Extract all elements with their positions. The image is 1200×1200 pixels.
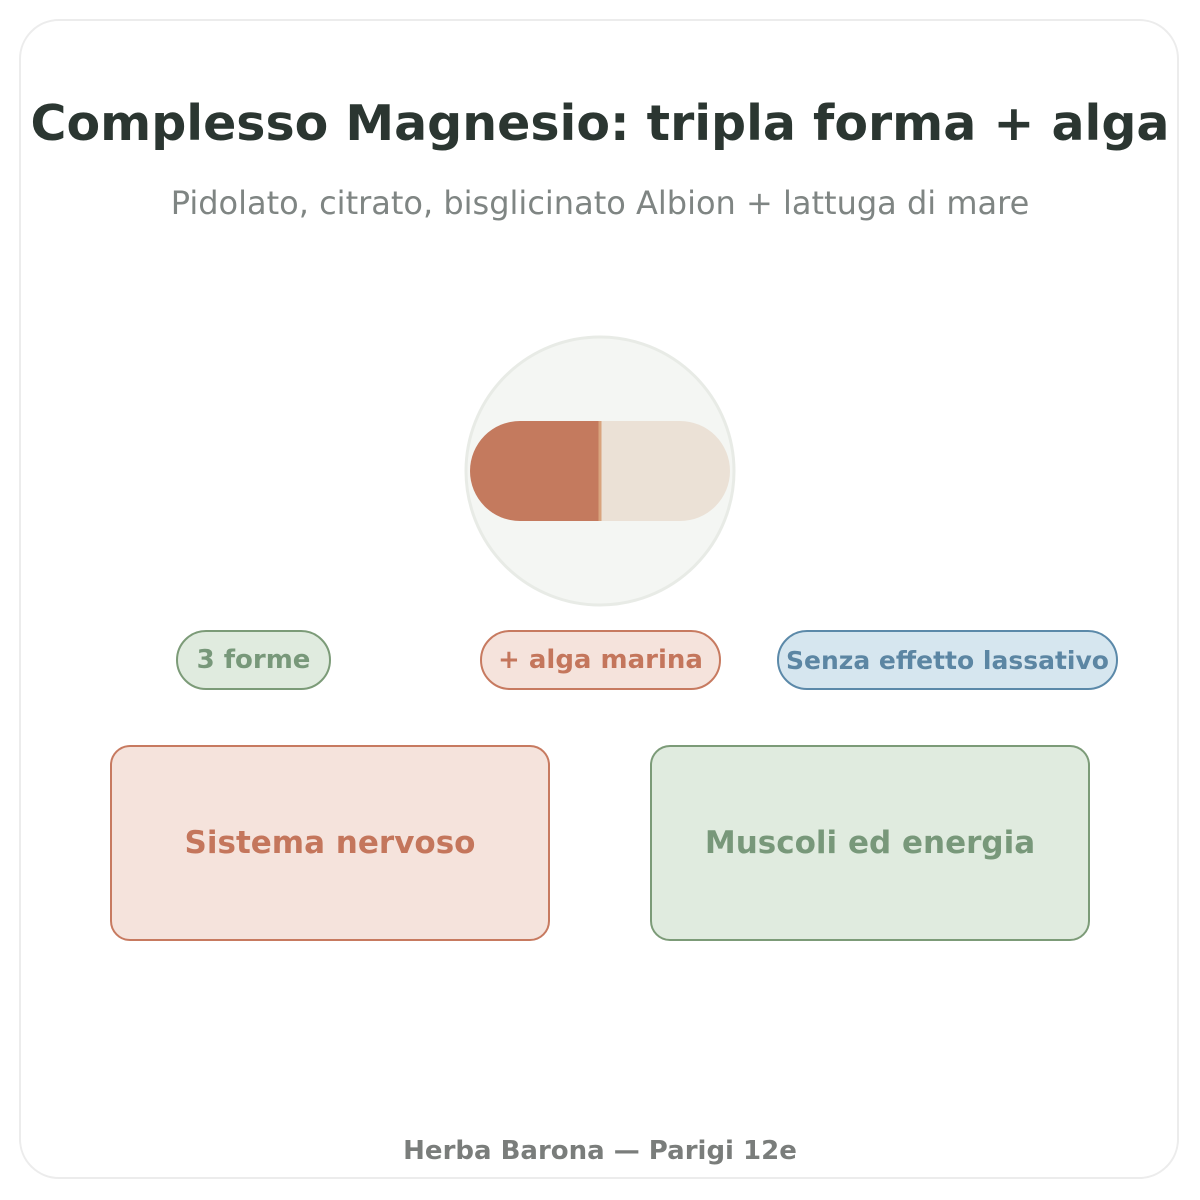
capsule-icon: [470, 421, 730, 521]
capsule-left-half: [470, 421, 600, 521]
capsule-right-half: [600, 421, 730, 521]
benefit-muscles-energy: Muscoli ed energia: [650, 745, 1090, 941]
page-subtitle: Pidolato, citrato, bisglicinato Albion +…: [170, 184, 1030, 222]
benefit-label: Muscoli ed energia: [704, 825, 1036, 861]
footer-brand: Herba Barona — Parigi 12e: [403, 1136, 797, 1166]
page-title: Complesso Magnesio: tripla forma + alga: [30, 95, 1170, 152]
badge-seaweed: + alga marina: [480, 630, 721, 690]
badge-three-forms: 3 forme: [176, 630, 331, 690]
capsule-illustration: [464, 335, 736, 607]
badge-no-laxative: Senza effetto lassativo: [777, 630, 1118, 690]
benefit-nervous-system: Sistema nervoso: [110, 745, 550, 941]
benefit-label: Sistema nervoso: [184, 825, 476, 861]
